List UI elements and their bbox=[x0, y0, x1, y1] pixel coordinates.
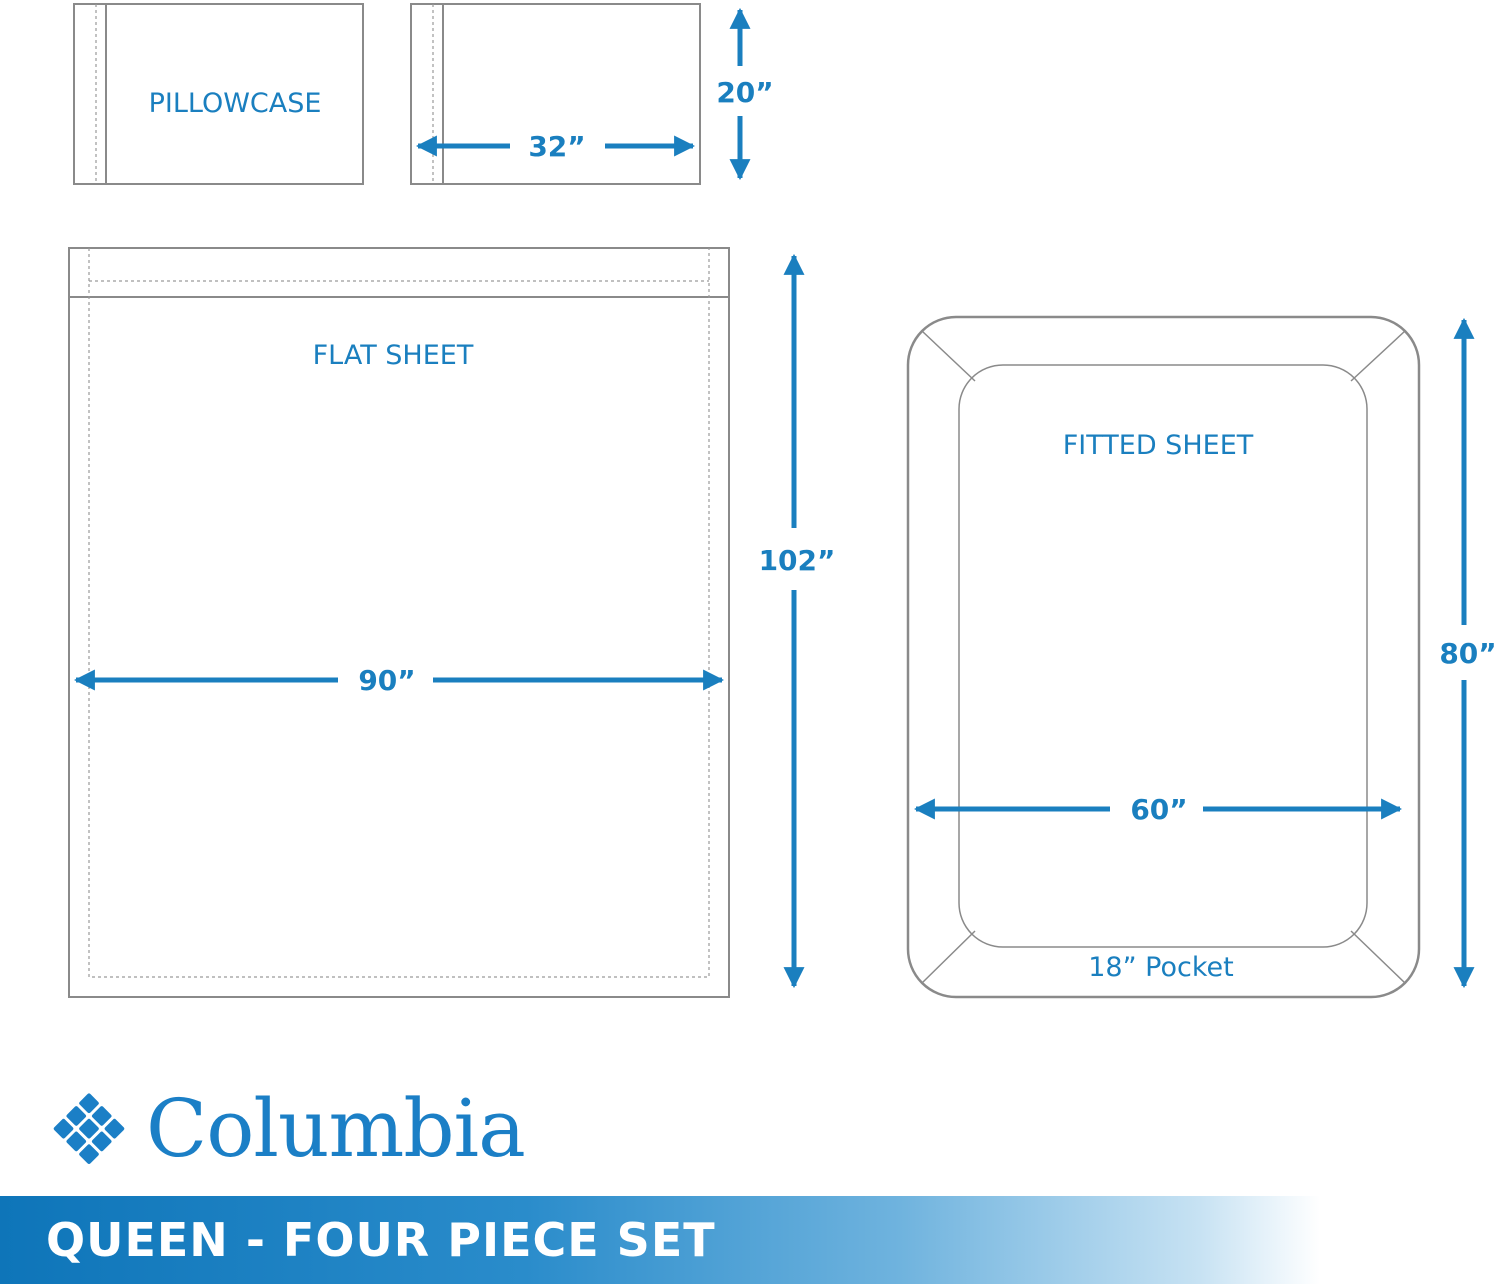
pillowcase-label: PILLOWCASE bbox=[149, 88, 322, 119]
pillowcase-height-label: 20” bbox=[716, 76, 773, 109]
banner-text: QUEEN - FOUR PIECE SET bbox=[46, 1213, 716, 1267]
flat-sheet-height-label: 102” bbox=[759, 544, 836, 577]
pillowcase-left: PILLOWCASE bbox=[73, 3, 364, 185]
flat-sheet-width-label: 90” bbox=[358, 664, 415, 697]
fitted-sheet-pocket-label: 18” Pocket bbox=[1088, 952, 1233, 983]
pillowcase-width-label: 32” bbox=[528, 130, 585, 163]
pillowcase-right: 32” bbox=[410, 3, 701, 185]
brand-logo: Columbia bbox=[44, 1078, 526, 1178]
columbia-diamond-logo-icon bbox=[53, 1093, 125, 1164]
fitted-sheet-width-label: 60” bbox=[1130, 793, 1187, 826]
flat-sheet: FLAT SHEET 90” bbox=[68, 247, 730, 998]
brand-name: Columbia bbox=[146, 1081, 526, 1175]
fitted-sheet-label: FITTED SHEET bbox=[1063, 430, 1254, 461]
fitted-sheet-height-label: 80” bbox=[1439, 637, 1496, 670]
sheet-set-diagram: PILLOWCASE 32” 20” FLAT SHEET 90” 102” bbox=[68, 3, 1497, 999]
set-size-banner: QUEEN - FOUR PIECE SET bbox=[0, 1196, 1500, 1284]
flat-sheet-label: FLAT SHEET bbox=[313, 340, 474, 371]
fitted-sheet: FITTED SHEET 60” 18” Pocket bbox=[906, 315, 1421, 999]
